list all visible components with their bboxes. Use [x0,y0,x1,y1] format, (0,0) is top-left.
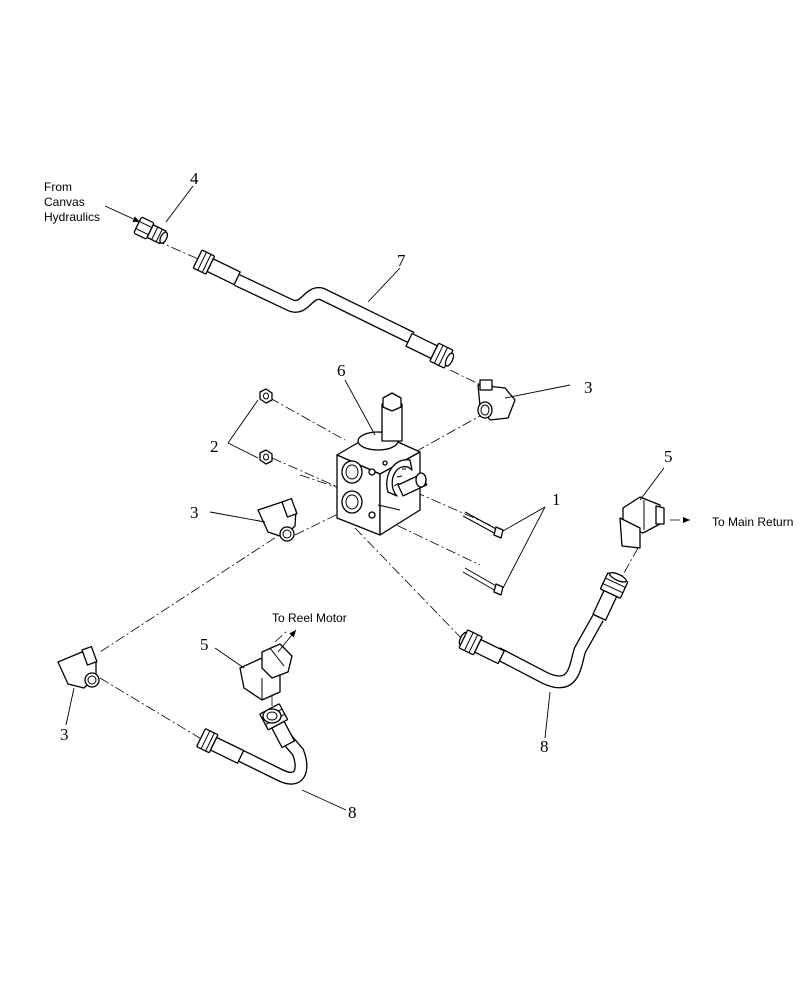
bolt-1-upper [462,511,504,539]
callout-6: 6 [337,361,346,380]
callout-4: 4 [190,169,199,188]
callouts: 4 7 3 6 2 1 3 5 5 3 8 8 [60,169,673,822]
from-canvas-line-3: Hydraulics [44,210,100,224]
callout-3-bottom: 3 [60,725,69,744]
callout-2: 2 [210,437,219,456]
elbow-3-top [477,379,516,421]
from-canvas-line-1: From [44,180,72,194]
callout-3-middle: 3 [190,503,199,522]
to-main-return-label: To Main Return [712,515,793,529]
callout-5-right: 5 [664,447,673,466]
elbow-3-bottom [57,645,100,689]
callout-7: 7 [397,251,406,270]
fitting-4 [133,216,169,245]
elbow-5-right [619,496,665,549]
callout-3-top: 3 [584,378,593,397]
nut-2-upper [259,388,273,404]
from-canvas-line-2: Canvas [44,195,85,209]
bolt-1-lower [462,567,504,596]
hose-8-right [458,571,629,689]
valve-block-6 [336,392,428,536]
nut-2-lower [259,449,273,465]
callout-1: 1 [552,490,561,509]
callout-8-right: 8 [540,737,549,756]
hose-8-left [196,703,308,785]
elbow-5-left [239,643,293,701]
leader-lines [65,185,665,811]
callout-8-left: 8 [348,803,357,822]
elbow-3-middle [257,497,298,542]
callout-5-left: 5 [200,635,209,654]
annotations: From Canvas Hydraulics To Reel Motor To … [44,180,793,625]
to-reel-motor-label: To Reel Motor [272,611,347,625]
hose-7 [192,249,455,369]
